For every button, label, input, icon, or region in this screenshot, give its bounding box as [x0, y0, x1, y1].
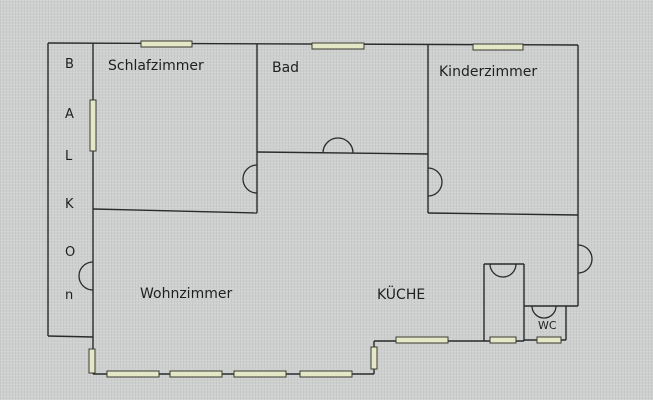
door-bad	[322, 137, 354, 154]
window-bad	[311, 42, 365, 50]
wall-kinderzimmer-bottom	[427, 212, 579, 216]
wall-bad-bottom	[256, 151, 429, 155]
door-entrance	[577, 244, 593, 274]
window-step	[370, 346, 378, 370]
door-kinderzimmer	[427, 167, 443, 197]
window-living-3	[233, 370, 287, 378]
window-kinderzimmer	[472, 43, 524, 51]
window-kitchen	[395, 336, 449, 344]
door-schlafzimmer	[242, 164, 258, 194]
window-balcony-door	[89, 99, 97, 152]
balkon-letter: K	[65, 197, 74, 212]
window-living-1	[106, 370, 160, 378]
windows	[88, 40, 562, 378]
window-pantry	[489, 336, 517, 344]
outer-walls	[47, 42, 579, 375]
balkon-letter: A	[65, 107, 74, 122]
interior-walls	[92, 43, 579, 341]
room-label-schlafzimmer: Schlafzimmer	[108, 58, 204, 74]
window-living-2	[169, 370, 223, 378]
door-pantry	[489, 263, 517, 278]
balkon-letter: n	[65, 288, 73, 303]
room-label-wc: WC	[538, 319, 557, 332]
window-schlafzimmer	[140, 40, 193, 48]
room-label-kinderzimmer: Kinderzimmer	[439, 64, 537, 80]
balkon-letter: L	[65, 149, 73, 164]
room-label-bad: Bad	[272, 60, 299, 76]
window-wc	[536, 336, 562, 344]
doors	[78, 137, 593, 319]
wall-schlafzimmer-bottom	[92, 208, 258, 214]
balkon-letter: O	[65, 245, 75, 260]
door-balkon	[78, 261, 94, 291]
window-living-4	[299, 370, 353, 378]
door-wc	[531, 305, 557, 319]
window-living-left	[88, 348, 96, 374]
wall-balcony-bottom	[47, 335, 94, 338]
balkon-letter: B	[65, 57, 74, 72]
room-label-kueche: KÜCHE	[377, 285, 425, 303]
balkon-label: B A L K O n	[65, 57, 75, 303]
room-label-wohnzimmer: Wohnzimmer	[140, 286, 232, 302]
room-labels: Schlafzimmer Bad Kinderzimmer Wohnzimmer…	[108, 58, 557, 332]
